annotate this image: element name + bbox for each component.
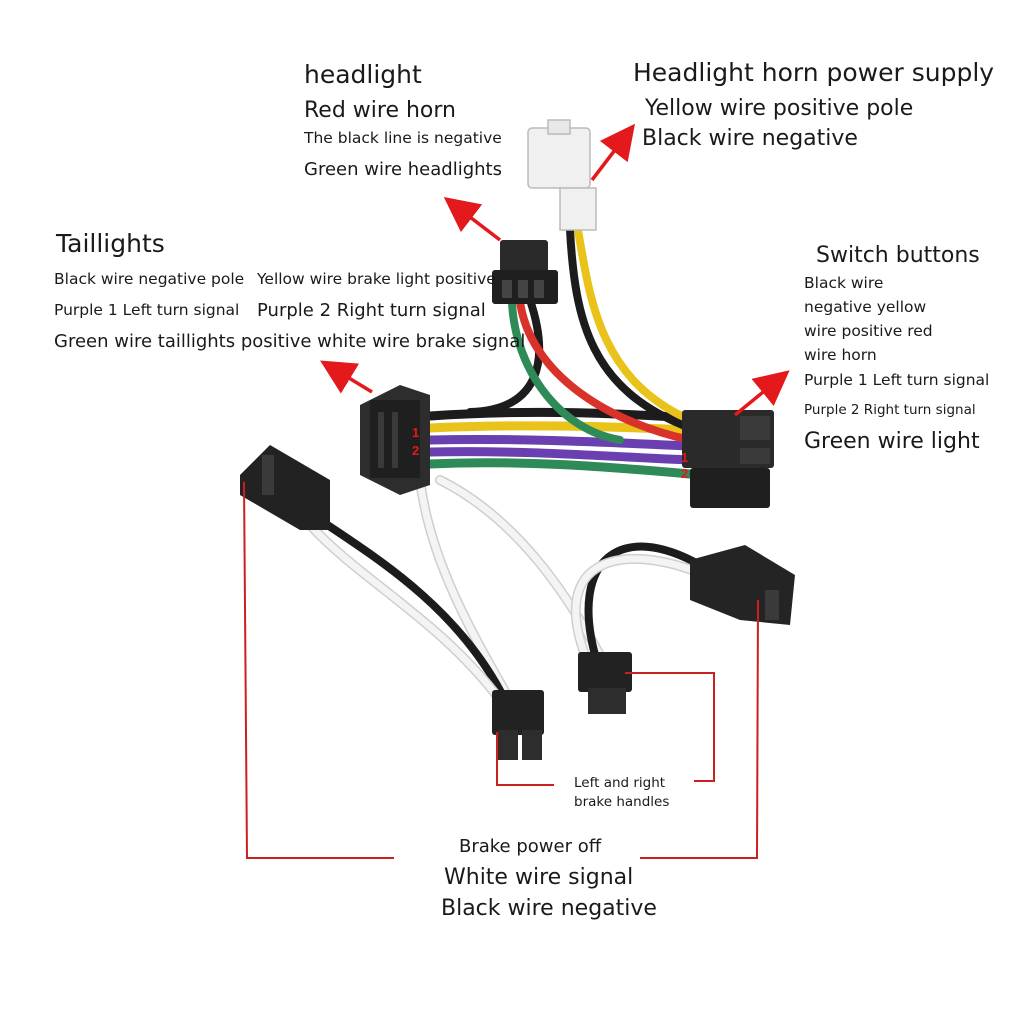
white-wire-right-brake-2-core <box>572 555 709 659</box>
switch-buttons-line-2: negative yellow <box>804 298 927 316</box>
switch-buttons-line-7: Green wire light <box>804 429 980 454</box>
green-wire-headlight <box>508 298 624 444</box>
wire-bundle <box>305 226 710 705</box>
switch-arrow <box>733 370 790 417</box>
brake-handles-line-1: Left and right <box>574 775 666 791</box>
taillights-line-2: Yellow wire brake light positive <box>257 270 496 288</box>
purple-wire-1 <box>425 434 695 451</box>
leader-lines <box>243 481 759 859</box>
right-brake-leader <box>640 599 759 859</box>
headlight-connector <box>492 240 558 304</box>
power-supply-title: Headlight horn power supply <box>633 58 995 87</box>
brake-power-line-2: White wire signal <box>444 865 634 890</box>
headlight-line-1: Red wire horn <box>304 98 456 123</box>
headlight-line-3: Green wire headlights <box>304 159 502 180</box>
power-supply-line-1: Yellow wire positive pole <box>645 96 914 121</box>
switch-buttons-line-6: Purple 2 Right turn signal <box>804 402 976 418</box>
left-brake-handle-connector <box>492 690 544 760</box>
brake-power-line-3: Black wire negative <box>441 896 657 921</box>
taillights-line-1: Black wire negative pole <box>54 270 245 288</box>
purple-wire-2 <box>425 447 695 465</box>
switch-buttons-line-4: wire horn <box>804 346 877 364</box>
left-brake-leader <box>243 481 394 859</box>
power-arrow <box>590 123 636 182</box>
pin-labels: 1 2 1 2 <box>412 425 688 481</box>
left-brake-connector-top <box>240 445 330 530</box>
taillight-pin-1: 1 <box>412 425 419 440</box>
taillights-line-5: Green wire taillights positive white wir… <box>54 331 526 352</box>
arrows <box>320 123 790 417</box>
switch-buttons-line-5: Purple 1 Left turn signal <box>804 371 990 389</box>
right-brake-connector-top <box>690 545 795 625</box>
black-wire-right-brake <box>584 542 704 659</box>
taillight-arrow <box>320 360 373 394</box>
taillights-line-3: Purple 1 Left turn signal <box>54 301 240 319</box>
headlight-line-2: The black line is negative <box>304 129 502 147</box>
yellow-wire-power <box>574 226 694 424</box>
green-wire <box>425 458 695 479</box>
black-wire-power <box>566 226 694 432</box>
taillights-line-4: Purple 2 Right turn signal <box>257 300 486 321</box>
power-supply-line-2: Black wire negative <box>642 126 858 151</box>
left-handle-leader <box>496 732 554 786</box>
headlight-arrow <box>443 196 502 242</box>
white-wire-left-brake-2-core <box>306 521 504 704</box>
brake-handles-line-2: brake handles <box>574 794 670 810</box>
right-brake-handle-connector <box>578 652 632 714</box>
red-wire-headlight <box>516 298 694 444</box>
right-handle-leader <box>625 672 715 782</box>
taillight-pin-2: 2 <box>412 443 419 458</box>
headlight-title: headlight <box>304 60 422 89</box>
switch-buttons-title: Switch buttons <box>816 243 980 268</box>
switch-pin-1: 1 <box>681 450 688 465</box>
switch-buttons-line-1: Black wire <box>804 274 884 292</box>
black-wire-left-brake <box>316 516 509 704</box>
power-connector <box>527 119 597 231</box>
switch-connector <box>682 410 774 508</box>
switch-buttons-line-3: wire positive red <box>804 322 933 340</box>
white-wire-left-brake-core <box>416 476 514 704</box>
taillights-title: Taillights <box>56 229 165 258</box>
brake-power-line-1: Brake power off <box>459 836 602 857</box>
switch-pin-2: 2 <box>681 466 688 481</box>
taillight-connector <box>360 385 430 495</box>
